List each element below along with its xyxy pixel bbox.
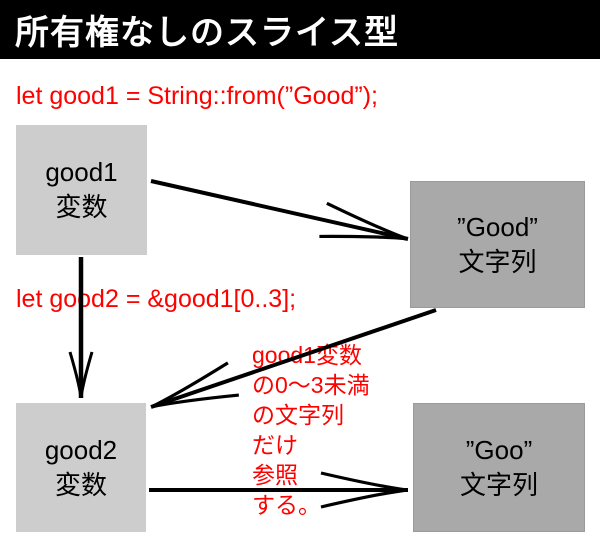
code-statement-good2: let good2 = &good1[0..3]; bbox=[16, 285, 297, 313]
title-bar: 所有権なしのスライス型 bbox=[0, 0, 600, 59]
annotation-note: good1変数 の0〜3未満 の文字列 だけ 参照 する。 bbox=[252, 340, 370, 520]
box-good-string-value: ”Good” bbox=[457, 211, 538, 242]
annotation-line: 参照 bbox=[252, 462, 298, 488]
annotation-line: good1変数 bbox=[252, 342, 362, 368]
box-good1-name: good1 bbox=[45, 157, 118, 187]
box-good1-variable: good1 変数 bbox=[16, 125, 147, 255]
box-goo-string: ”Goo” 文字列 bbox=[413, 403, 585, 532]
box-good2-name: good2 bbox=[44, 434, 118, 465]
annotation-line: の文字列 bbox=[252, 402, 344, 428]
box-good-string-kind: 文字列 bbox=[458, 246, 537, 277]
page-title: 所有権なしのスライス型 bbox=[15, 14, 399, 52]
box-good-string: ”Good” 文字列 bbox=[410, 181, 585, 308]
box-goo-string-kind: 文字列 bbox=[459, 469, 538, 500]
box-good2-variable: good2 変数 bbox=[16, 403, 146, 532]
arrow-good1-to-good-string bbox=[150, 179, 409, 241]
code-statement-good1: let good1 = String::from(”Good”); bbox=[16, 82, 378, 110]
box-goo-string-value: ”Goo” bbox=[465, 434, 533, 465]
annotation-line: の0〜3未満 bbox=[252, 372, 370, 398]
annotation-line: する。 bbox=[252, 492, 321, 518]
box-good1-kind: 変数 bbox=[55, 192, 108, 222]
box-good2-kind: 変数 bbox=[54, 469, 107, 500]
annotation-line: だけ bbox=[252, 432, 298, 458]
